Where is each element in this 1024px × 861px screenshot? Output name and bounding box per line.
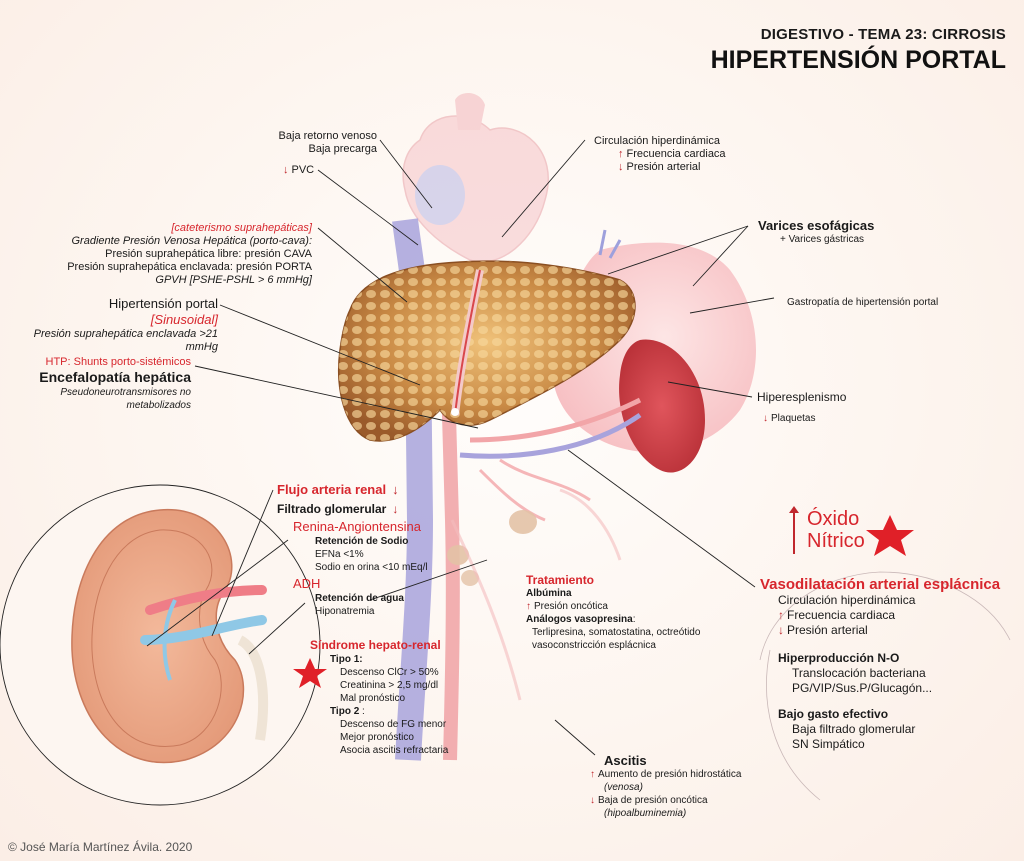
hyperdynamic-item: Presión arterial <box>594 161 726 174</box>
arrow-down-icon <box>590 795 598 806</box>
pvc-label: PVC <box>283 164 314 177</box>
portal-htn-note: Presión suprahepática enclavada >21 mmHg <box>33 328 218 353</box>
heart-label: Baja retorno venoso Baja precarga <box>240 130 377 156</box>
copyright: © José María Martínez Ávila. 2020 <box>8 840 193 854</box>
arrow-down-icon <box>392 502 401 516</box>
varices-sub: + Varices gástricas <box>780 234 865 245</box>
venous-return-label: Baja retorno venoso <box>278 130 377 142</box>
header: DIGESTIVO - TEMA 23: CIRROSIS HIPERTENSI… <box>711 26 1006 75</box>
renin-angiotensin: Renina-Angiontensina <box>293 519 421 534</box>
catheter-block: [cateterismo suprahepáticas] Gradiente P… <box>40 222 312 287</box>
no-overproduction-title: Hiperproducción N-O <box>778 651 900 665</box>
adh-label: ADH <box>293 576 321 591</box>
hyperdynamic-item: Frecuencia cardiaca <box>594 148 726 161</box>
aorta <box>441 379 460 761</box>
esophageal-varices <box>598 229 622 259</box>
splenic-vein <box>459 412 642 459</box>
header-subtitle: DIGESTIVO - TEMA 23: CIRROSIS <box>760 26 1006 43</box>
arrow-up-icon <box>590 769 598 780</box>
preload-label: Baja precarga <box>308 143 378 155</box>
portal-htn-title: Hipertensión portal <box>108 296 218 311</box>
varices-block: Varices esofágicas + Varices gástricas <box>758 218 874 246</box>
star-icon <box>293 658 327 688</box>
hyperdynamic-top: Circulación hiperdinámica Frecuencia car… <box>594 135 726 174</box>
arrow-down-icon <box>618 161 627 173</box>
page-title: HIPERTENSIÓN PORTAL <box>710 46 1006 74</box>
sodium-retention-title: Retención de Sodio <box>315 536 409 547</box>
gastropathy-label: Gastropatía de hipertensión portal <box>787 297 939 308</box>
leader-lines <box>146 139 775 756</box>
hepatorenal-title: Síndrome hepato-renal <box>310 638 441 652</box>
platelets-item: Plaquetas <box>757 412 846 425</box>
arrow-up-icon <box>526 601 534 612</box>
spleen <box>619 339 705 473</box>
varices-title: Varices esofágicas <box>758 218 875 233</box>
water-retention-title: Retención de agua <box>315 593 404 604</box>
vena-cava <box>392 218 434 761</box>
vasodilation-arc <box>759 571 1011 661</box>
hypersplenism-title: Hiperesplenismo <box>757 390 847 404</box>
splenic-artery <box>469 397 642 443</box>
hyperdynamic-title: Circulación hiperdinámica <box>594 135 720 147</box>
treatment-title: Tratamiento <box>526 573 595 587</box>
renal-flow: Flujo arteria renal <box>277 481 428 499</box>
low-output-title: Bajo gasto efectivo <box>778 707 889 721</box>
ascites-title: Ascitis <box>604 753 647 768</box>
portal-htn-tag: [Sinusoidal] <box>150 312 218 327</box>
arrow-down-icon <box>392 482 402 497</box>
arrow-down-icon <box>763 413 771 424</box>
heart <box>402 93 549 263</box>
vasodilation-title: Vasodilatación arterial esplácnica <box>760 576 1001 593</box>
kidney <box>71 509 269 764</box>
hypersplenism-block: Hiperesplenismo Plaquetas <box>757 390 846 425</box>
hepatorenal-block: Síndrome hepato-renal Tipo 1: Descenso C… <box>310 638 449 756</box>
arrow-up-icon <box>778 608 787 622</box>
portal-hypertension-block: Hipertensión portal [Sinusoidal] Presión… <box>0 296 218 354</box>
arrow-down-icon <box>778 623 787 637</box>
nitric-oxide-block: Óxido Nítrico <box>789 506 865 554</box>
glomerular-filtration: Filtrado glomerular <box>277 499 428 519</box>
arrow-down-icon <box>283 164 292 176</box>
ascites-block: Ascitis Aumento de presión hidrostática … <box>590 753 741 820</box>
renal-block: Flujo arteria renal Filtrado glomerular … <box>277 481 428 618</box>
catheter-tag: [cateterismo suprahepáticas] <box>171 222 312 234</box>
encephalopathy-tag: HTP: Shunts porto-sistémicos <box>45 356 192 368</box>
treatment-block: Tratamiento Albúmina Presión oncótica An… <box>526 573 700 652</box>
encephalopathy-block: HTP: Shunts porto-sistémicos Encefalopat… <box>0 356 191 412</box>
vasodilation-block: Vasodilatación arterial esplácnica Circu… <box>760 576 1000 752</box>
encephalopathy-title: Encefalopatía hepática <box>39 369 191 385</box>
arrow-up-icon <box>618 148 627 160</box>
arrow-up-icon <box>793 510 795 554</box>
liver <box>338 260 636 442</box>
star-icon <box>866 515 914 556</box>
